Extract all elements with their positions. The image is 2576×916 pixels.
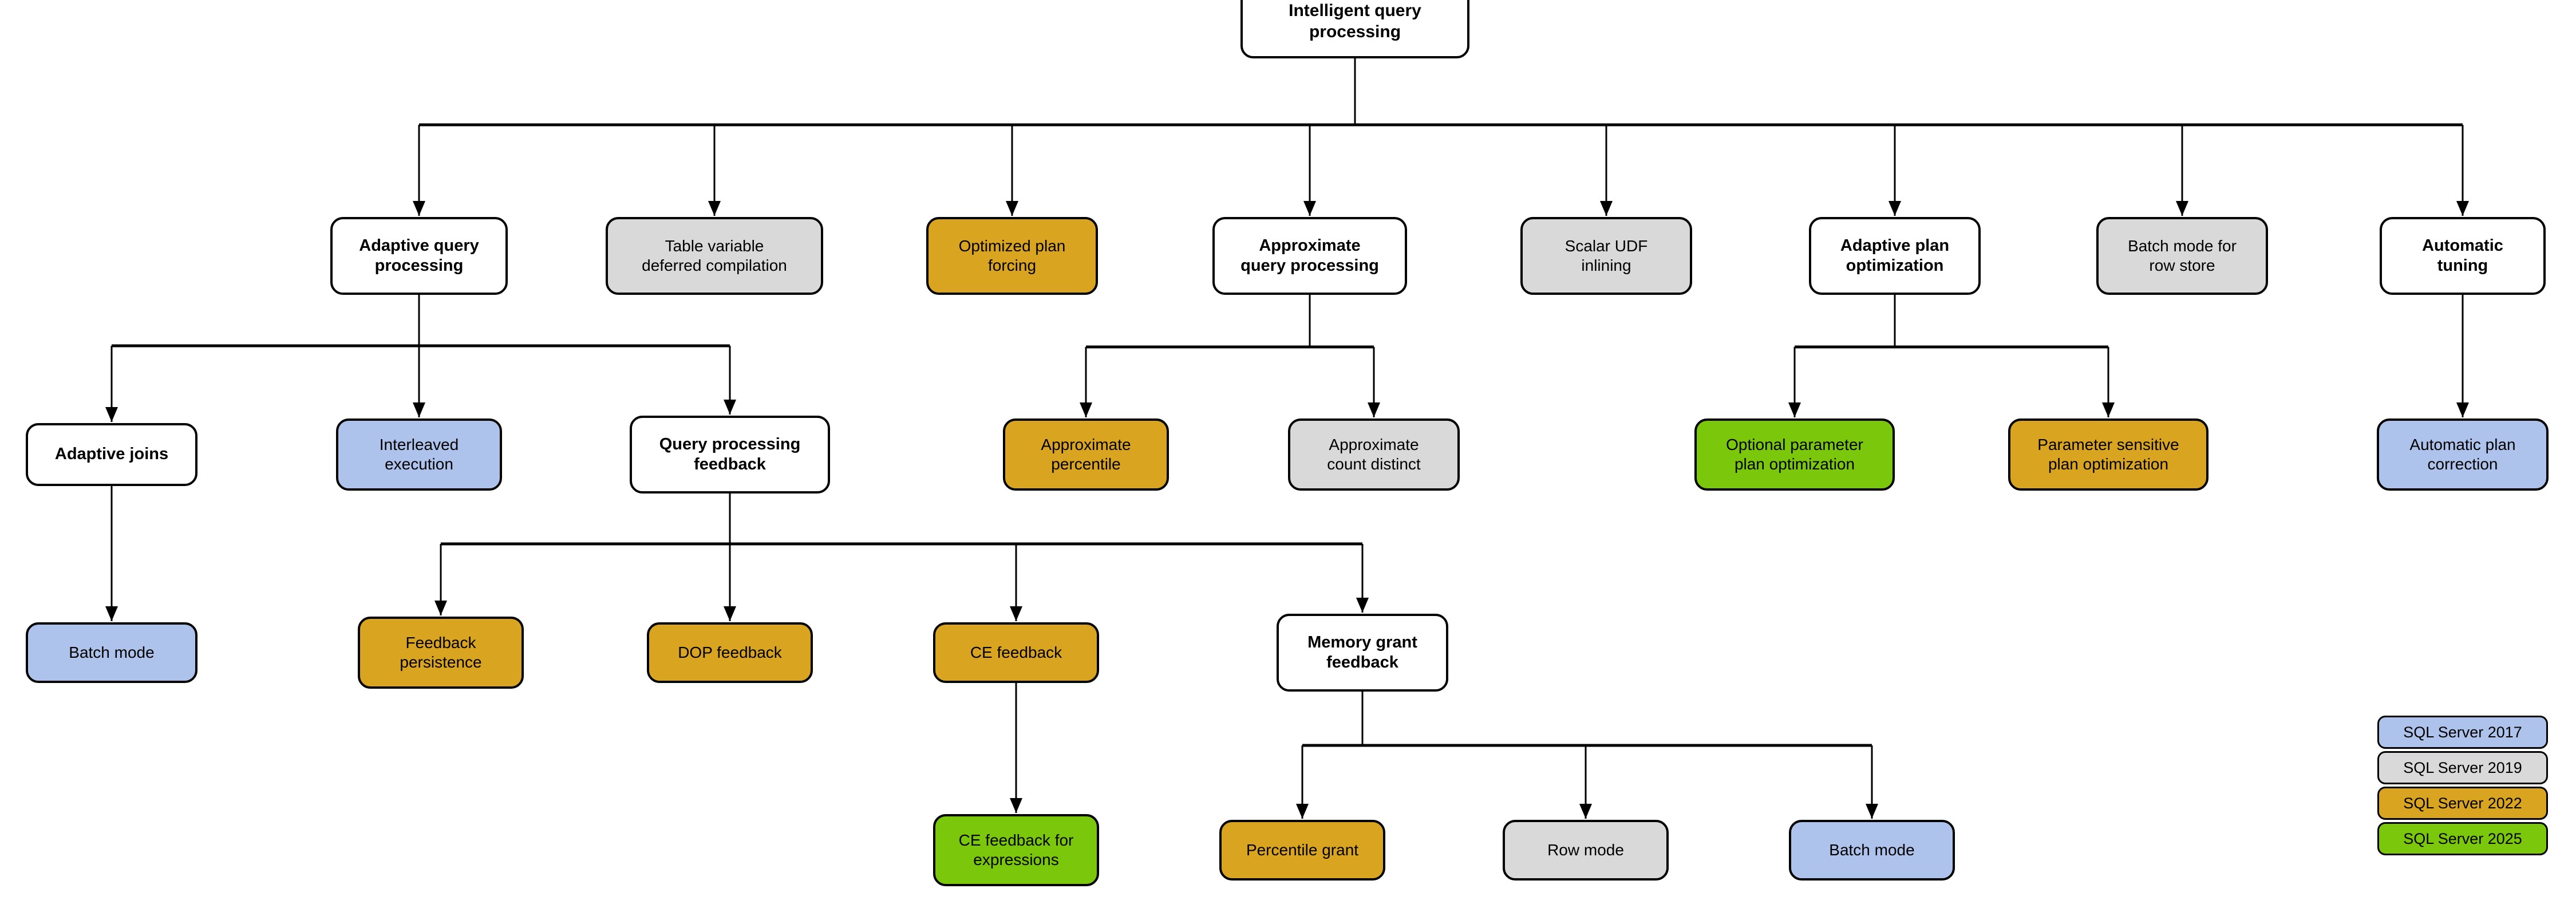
arrow-aqp xyxy=(413,201,425,216)
node-label: Parameter sensitive plan optimization xyxy=(2037,435,2179,473)
legend-item-sql-server-2019[interactable]: SQL Server 2019 xyxy=(2377,751,2548,784)
node-label: DOP feedback xyxy=(678,643,782,661)
node-label: Memory grant feedback xyxy=(1307,633,1417,672)
node-pg[interactable]: Percentile grant xyxy=(1219,820,1385,881)
arrow-pspo xyxy=(2102,402,2115,417)
node-bm2[interactable]: Batch mode xyxy=(1789,820,1955,881)
legend-item-label: SQL Server 2019 xyxy=(2403,759,2522,776)
node-label: Approximate percentile xyxy=(1041,435,1131,473)
node-label: Feedback persistence xyxy=(400,633,482,671)
node-sudf[interactable]: Scalar UDF inlining xyxy=(1520,217,1692,295)
node-label: Table variable deferred compilation xyxy=(642,236,787,274)
node-rm[interactable]: Row mode xyxy=(1503,820,1669,881)
legend-item-sql-server-2022[interactable]: SQL Server 2022 xyxy=(2377,787,2548,820)
node-at[interactable]: Automatic tuning xyxy=(2380,217,2546,295)
node-fp[interactable]: Feedback persistence xyxy=(358,617,524,689)
legend-item-label: SQL Server 2025 xyxy=(2403,830,2522,847)
arrow-cef xyxy=(1010,606,1022,621)
arrow-bm2 xyxy=(1866,804,1878,819)
node-oppo[interactable]: Optional parameter plan optimization xyxy=(1694,418,1895,491)
node-label: Automatic plan correction xyxy=(2409,435,2516,473)
arrow-ap xyxy=(1080,402,1092,417)
legend-item-label: SQL Server 2022 xyxy=(2403,794,2522,812)
node-bmrs[interactable]: Batch mode for row store xyxy=(2096,217,2268,295)
node-label: Approximate query processing xyxy=(1240,236,1379,275)
node-aj[interactable]: Adaptive joins xyxy=(26,423,197,486)
arrow-cefe xyxy=(1010,798,1022,813)
node-dopf[interactable]: DOP feedback xyxy=(647,622,813,683)
node-cef[interactable]: CE feedback xyxy=(933,622,1099,683)
node-label: Batch mode xyxy=(69,643,155,661)
node-iqp[interactable]: Intelligent query processing xyxy=(1240,0,1469,58)
node-ie[interactable]: Interleaved execution xyxy=(336,418,502,491)
arrow-ie xyxy=(413,402,425,417)
node-apo[interactable]: Adaptive plan optimization xyxy=(1809,217,1981,295)
node-label: Approximate count distinct xyxy=(1327,435,1421,473)
arrow-bmrs xyxy=(2176,201,2188,216)
node-label: Row mode xyxy=(1547,840,1624,859)
node-bm1[interactable]: Batch mode xyxy=(26,622,197,683)
node-label: Optional parameter plan optimization xyxy=(1726,435,1863,473)
node-aqp[interactable]: Adaptive query processing xyxy=(330,217,508,295)
arrow-dopf xyxy=(724,606,736,621)
node-ap[interactable]: Approximate percentile xyxy=(1003,418,1169,491)
arrow-rm xyxy=(1579,804,1592,819)
node-opf[interactable]: Optimized plan forcing xyxy=(926,217,1098,295)
arrow-aqpx xyxy=(1303,201,1316,216)
node-label: Scalar UDF inlining xyxy=(1564,236,1648,274)
node-label: Batch mode xyxy=(1829,840,1915,859)
legend-item-sql-server-2025[interactable]: SQL Server 2025 xyxy=(2377,822,2548,855)
arrow-apc xyxy=(2456,402,2469,417)
node-label: Batch mode for row store xyxy=(2128,236,2237,274)
node-mgf[interactable]: Memory grant feedback xyxy=(1277,614,1448,692)
legend-item-sql-server-2017[interactable]: SQL Server 2017 xyxy=(2377,716,2548,749)
node-cefe[interactable]: CE feedback for expressions xyxy=(933,814,1099,886)
node-tvdc[interactable]: Table variable deferred compilation xyxy=(606,217,823,295)
arrow-pg xyxy=(1296,804,1309,819)
arrow-acd xyxy=(1368,402,1380,417)
node-label: Percentile grant xyxy=(1246,840,1359,859)
legend-item-label: SQL Server 2017 xyxy=(2403,723,2522,741)
arrow-aj xyxy=(105,407,118,422)
arrow-opf xyxy=(1006,201,1018,216)
node-label: Adaptive query processing xyxy=(359,236,479,275)
arrow-tvdc xyxy=(708,201,721,216)
arrow-fp xyxy=(434,601,447,615)
node-label: Adaptive plan optimization xyxy=(1840,236,1950,275)
node-label: CE feedback for expressions xyxy=(958,831,1074,868)
node-apc[interactable]: Automatic plan correction xyxy=(2377,418,2549,491)
node-label: Interleaved execution xyxy=(379,435,459,473)
node-pspo[interactable]: Parameter sensitive plan optimization xyxy=(2008,418,2208,491)
arrow-at xyxy=(2456,201,2469,216)
node-label: Query processing feedback xyxy=(659,435,801,473)
arrow-sudf xyxy=(1600,201,1613,216)
arrow-mgf xyxy=(1356,598,1369,613)
node-label: Automatic tuning xyxy=(2422,236,2503,275)
arrow-bm1 xyxy=(105,606,118,621)
node-acd[interactable]: Approximate count distinct xyxy=(1288,418,1460,491)
arrow-qpf xyxy=(724,400,736,414)
arrow-oppo xyxy=(1788,402,1801,417)
node-qpf[interactable]: Query processing feedback xyxy=(630,416,830,493)
node-aqpx[interactable]: Approximate query processing xyxy=(1212,217,1407,295)
node-label: Intelligent query processing xyxy=(1289,1,1421,41)
node-label: CE feedback xyxy=(970,643,1062,661)
node-label: Optimized plan forcing xyxy=(958,236,1066,274)
node-label: Adaptive joins xyxy=(54,445,169,464)
arrow-apo xyxy=(1888,201,1901,216)
